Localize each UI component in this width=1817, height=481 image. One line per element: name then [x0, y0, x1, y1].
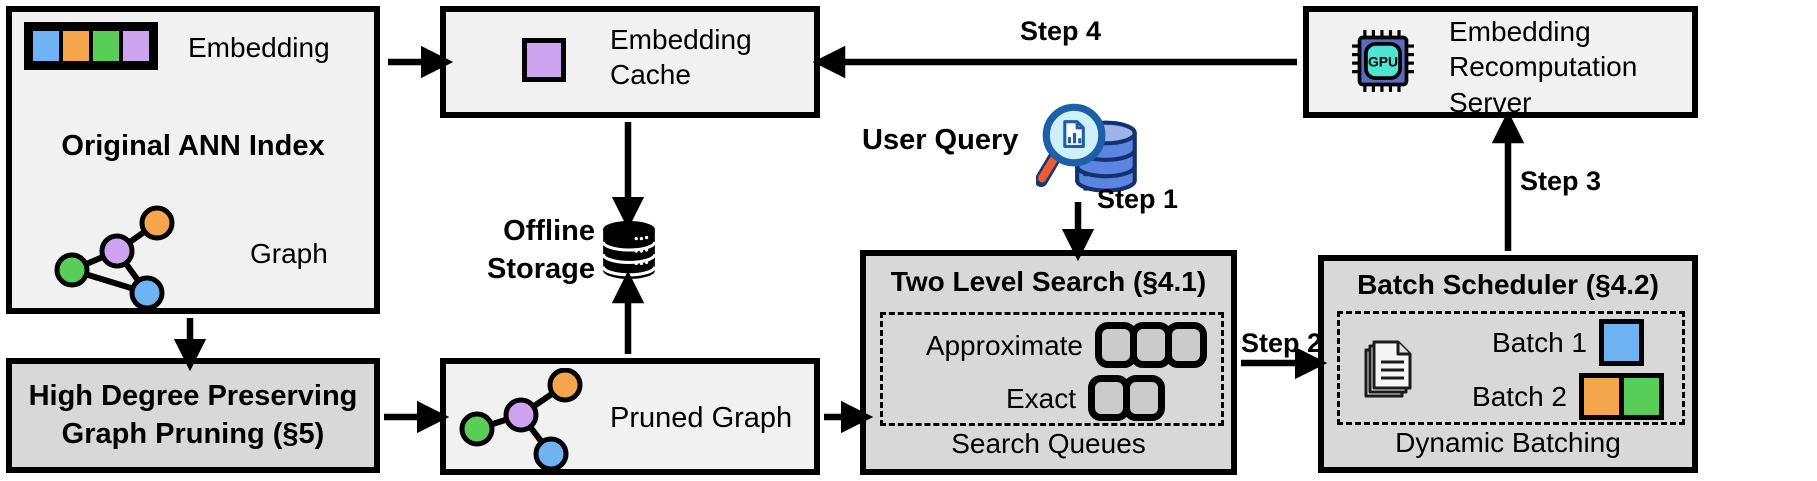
search-queues-region: Approximate Exact	[880, 312, 1224, 426]
step-3-label: Step 3	[1520, 166, 1602, 196]
user-query-label: User Query	[862, 124, 1019, 156]
gpu-icon-label: GPU	[1368, 53, 1398, 69]
exact-label: Exact	[1005, 382, 1076, 414]
graph-label: Graph	[250, 238, 328, 269]
user-query-icon	[1036, 96, 1144, 204]
dynamic-batching-region: Batch 1 Batch 2	[1337, 311, 1685, 425]
batch-2-item-green	[1619, 373, 1664, 420]
pruned-graph-box: Pruned Graph	[440, 358, 820, 475]
queue-slot	[1123, 375, 1165, 421]
ann-graph-icon	[40, 198, 190, 310]
graph-pruning-box: High Degree Preserving Graph Pruning (§5…	[6, 358, 380, 473]
graph-pruning-label: High Degree Preserving Graph Pruning (§5…	[28, 380, 358, 451]
batch-1-row: Batch 1	[1492, 319, 1644, 366]
exact-queue-row: Exact	[883, 375, 1165, 421]
embedding-cell-orange	[59, 27, 93, 65]
batch-1-item-blue	[1599, 319, 1644, 366]
cached-embedding-icon	[522, 38, 566, 82]
step-2-label: Step 2	[1241, 328, 1323, 358]
search-queues-caption: Search Queues	[951, 428, 1146, 459]
batch-scheduler-box: Batch Scheduler (§4.2) Batch 1	[1318, 255, 1698, 473]
embedding-cell-purple	[119, 27, 153, 65]
two-level-search-box: Two Level Search (§4.1) Approximate Exac…	[860, 250, 1237, 475]
original-ann-index-box: Embedding Original ANN Index Graph	[6, 6, 380, 314]
embedding-cache-box: Embedding Cache	[440, 6, 820, 118]
ann-index-title: Original ANN Index	[61, 130, 325, 162]
batch-2-row: Batch 2	[1472, 373, 1664, 420]
step-1-label: Step 1	[1097, 184, 1179, 214]
embedding-cell-blue	[29, 27, 63, 65]
embedding-cell-green	[89, 27, 123, 65]
batch-scheduler-title: Batch Scheduler (§4.2)	[1357, 269, 1659, 300]
dynamic-batching-caption: Dynamic Batching	[1395, 427, 1621, 458]
step-4-label: Step 4	[1020, 16, 1102, 46]
approximate-label: Approximate	[925, 329, 1083, 361]
pruned-graph-label: Pruned Graph	[610, 402, 793, 434]
embedding-label: Embedding	[188, 32, 330, 63]
recomputation-server-box: GPU Embedding Recomputation Server	[1303, 6, 1698, 118]
offline-storage-label: Offline Storage	[487, 215, 595, 286]
offline-storage-database-icon	[602, 220, 656, 280]
queue-slot	[1165, 322, 1207, 368]
embedding-vector-icon	[24, 22, 158, 70]
approximate-queue-row: Approximate	[883, 322, 1207, 368]
documents-icon	[1360, 336, 1418, 404]
two-level-search-title: Two Level Search (§4.1)	[890, 266, 1207, 297]
batch-2-item-orange	[1579, 373, 1624, 420]
embedding-cache-label: Embedding Cache	[610, 24, 752, 90]
gpu-icon: GPU	[1351, 29, 1415, 93]
recomputation-server-label: Embedding Recomputation Server	[1449, 16, 1638, 118]
batch-2-label: Batch 2	[1472, 381, 1567, 412]
pruned-graph-icon	[458, 368, 608, 473]
batch-1-label: Batch 1	[1492, 327, 1587, 358]
